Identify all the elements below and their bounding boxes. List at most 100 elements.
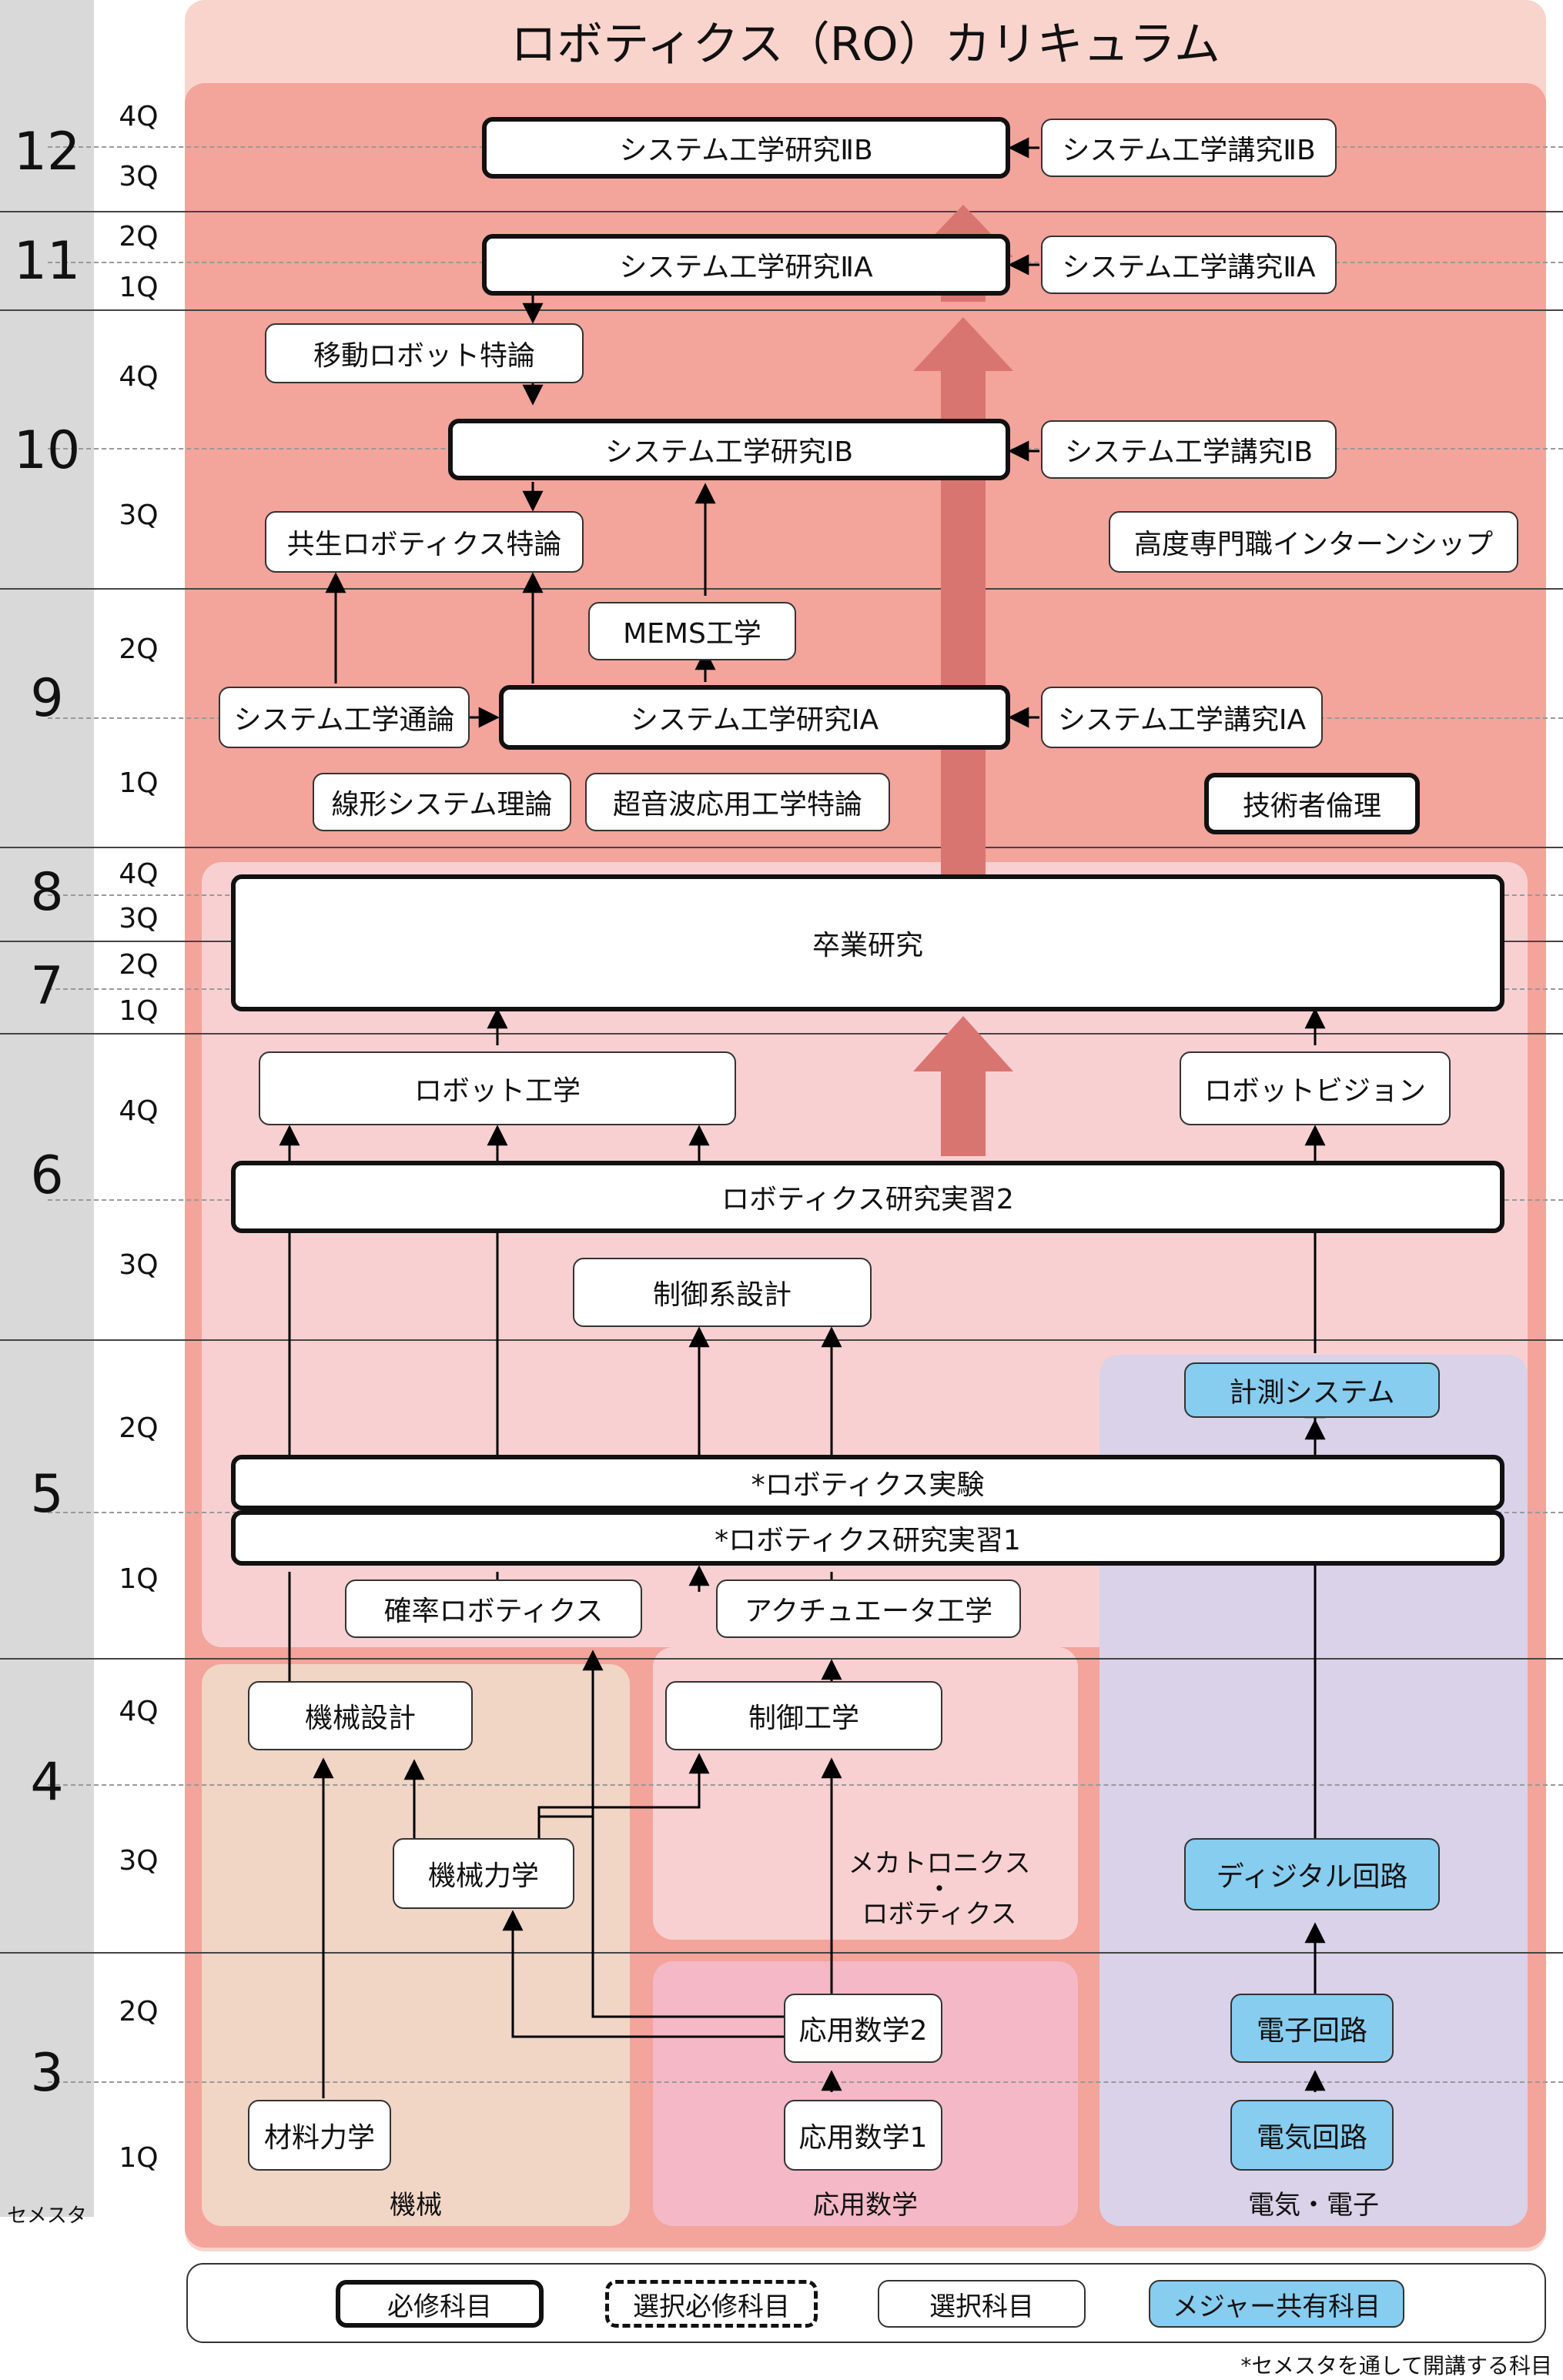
course-sys-lecture-1a[interactable]: システム工学講究ⅠA [1041, 687, 1323, 748]
course-electric-circuit[interactable]: 電気回路 [1230, 2100, 1394, 2171]
quarter-label: 2Q [119, 633, 159, 665]
course-sys-lecture-1b[interactable]: システム工学講究ⅠB [1041, 420, 1337, 479]
mechatronics-label-line: ・ [926, 1874, 952, 1905]
course-digital-circuit[interactable]: ディジタル回路 [1184, 1838, 1440, 1910]
mechatronics-label: メカトロニクス ・ ロボティクス [832, 1846, 1047, 1933]
course-control-design[interactable]: 制御系設計 [573, 1258, 872, 1327]
course-robotics-practice1[interactable]: *ロボティクス研究実習1 [231, 1510, 1504, 1566]
course-label: ロボティクス研究実習2 [721, 1184, 1014, 1215]
semester-divider [0, 309, 1563, 311]
course-label: システム工学研究ⅠA [630, 704, 879, 736]
semester-divider [0, 1033, 1563, 1035]
course-label: システム工学通論 [233, 704, 455, 736]
legend-label: 選択科目 [929, 2291, 1034, 2322]
course-sys-research-1b[interactable]: システム工学研究ⅠB [448, 419, 1010, 480]
course-label: 高度専門職インターンシップ [1133, 529, 1494, 560]
course-mobile-robot[interactable]: 移動ロボット特論 [265, 323, 584, 383]
course-machine-design[interactable]: 機械設計 [248, 1681, 473, 1750]
legend-label: メジャー共有科目 [1172, 2291, 1381, 2322]
quarter-label: 2Q [119, 1996, 159, 2027]
semester-number: 7 [30, 956, 64, 1017]
course-label: 制御工学 [748, 1703, 859, 1734]
legend-major-shared: メジャー共有科目 [1149, 2280, 1404, 2328]
progression-arrow-shaft [941, 1070, 986, 1156]
course-probabilistic-robotics[interactable]: 確率ロボティクス [345, 1579, 642, 1638]
course-label: *ロボティクス実験 [751, 1469, 985, 1501]
course-material-mechanics[interactable]: 材料力学 [248, 2100, 391, 2171]
course-measurement[interactable]: 計測システム [1184, 1362, 1440, 1418]
course-sys-lecture-2a[interactable]: システム工学講究ⅡA [1041, 236, 1337, 294]
course-applied-math2[interactable]: 応用数学2 [784, 1994, 942, 2063]
course-actuator[interactable]: アクチュエータ工学 [716, 1579, 1021, 1638]
course-sys-research-2b[interactable]: システム工学研究ⅡB [482, 117, 1010, 179]
course-mechanics[interactable]: 機械力学 [393, 1838, 574, 1909]
course-label: 電子回路 [1256, 2015, 1367, 2047]
course-label: 計測システム [1229, 1377, 1395, 1409]
legend-elective-required: 選択必修科目 [605, 2280, 818, 2328]
course-label: 移動ロボット特論 [313, 340, 535, 372]
course-sys-research-1a[interactable]: システム工学研究ⅠA [499, 685, 1010, 750]
semester-number: 9 [30, 668, 64, 729]
footnote: *セメスタを通して開講する科目 [1240, 2353, 1552, 2378]
quarter-divider [48, 2081, 1563, 2083]
course-label: システム工学講究ⅡA [1062, 252, 1316, 283]
connector-arrow [537, 1753, 710, 1847]
course-label: 技術者倫理 [1242, 791, 1381, 822]
mechanical-label: 機械 [390, 2190, 442, 2221]
course-ethics[interactable]: 技術者倫理 [1204, 773, 1420, 834]
course-robot-engineering[interactable]: ロボット工学 [259, 1051, 736, 1125]
quarter-label: 3Q [119, 1249, 159, 1281]
semester-number: 10 [13, 420, 81, 481]
course-label: ロボットビジョン [1203, 1075, 1426, 1107]
course-label: 線形システム理論 [331, 789, 553, 821]
quarter-label: 1Q [119, 767, 159, 799]
quarter-label: 1Q [119, 272, 159, 303]
course-label: 超音波応用工学特論 [612, 789, 862, 821]
course-electronic-circuit[interactable]: 電子回路 [1230, 1994, 1394, 2063]
course-label: MEMS工学 [623, 618, 761, 650]
course-symbiotic-robotics[interactable]: 共生ロボティクス特論 [265, 511, 584, 573]
course-internship[interactable]: 高度専門職インターンシップ [1109, 511, 1518, 573]
course-label: 電気回路 [1256, 2122, 1367, 2154]
quarter-label: 4Q [119, 1095, 159, 1127]
course-robot-vision[interactable]: ロボットビジョン [1180, 1051, 1451, 1125]
course-label: 制御系設計 [652, 1279, 792, 1311]
course-label: システム工学研究ⅠB [604, 436, 854, 468]
course-label: システム工学講究ⅡB [1062, 135, 1316, 166]
quarter-label: 2Q [119, 221, 159, 252]
course-label: 機械力学 [427, 1860, 539, 1892]
semester-divider [0, 847, 1563, 848]
course-robotics-experiment[interactable]: *ロボティクス実験 [231, 1455, 1504, 1510]
legend-label: 選択必修科目 [633, 2291, 790, 2322]
course-control-engineering[interactable]: 制御工学 [665, 1681, 942, 1750]
legend-required: 必修科目 [336, 2280, 544, 2328]
course-label: システム工学研究ⅡB [619, 135, 873, 166]
semester-divider [0, 588, 1563, 590]
course-applied-math1[interactable]: 応用数学1 [784, 2100, 942, 2171]
semester-divider [0, 211, 1563, 212]
course-mems[interactable]: MEMS工学 [588, 602, 796, 660]
course-label: 確率ロボティクス [383, 1596, 604, 1627]
course-label: システム工学講究ⅠB [1064, 436, 1314, 468]
course-graduation-research[interactable]: 卒業研究 [231, 874, 1504, 1011]
course-linear-systems[interactable]: 線形システム理論 [313, 773, 571, 831]
course-sys-general[interactable]: システム工学通論 [219, 687, 470, 748]
quarter-label: 2Q [119, 1412, 159, 1444]
semester-number: 8 [30, 862, 64, 923]
progression-arrow-head [913, 1016, 1013, 1071]
mechatronics-label-line: メカトロニクス [848, 1848, 1031, 1879]
semester-number: 12 [13, 122, 81, 182]
semester-number: 6 [30, 1145, 64, 1206]
applied-math-label: 応用数学 [813, 2190, 918, 2221]
course-ultrasonic[interactable]: 超音波応用工学特論 [585, 773, 890, 831]
course-label: ロボット工学 [413, 1075, 581, 1107]
legend-elective: 選択科目 [878, 2280, 1086, 2328]
quarter-label: 1Q [119, 2142, 159, 2174]
course-sys-lecture-2b[interactable]: システム工学講究ⅡB [1041, 119, 1337, 177]
course-robotics-practice2[interactable]: ロボティクス研究実習2 [231, 1161, 1504, 1233]
quarter-label: 4Q [119, 858, 159, 890]
course-label: 卒業研究 [812, 930, 923, 961]
course-sys-research-2a[interactable]: システム工学研究ⅡA [482, 234, 1010, 296]
course-label: 応用数学1 [798, 2122, 928, 2154]
semester-number: 11 [13, 231, 81, 292]
